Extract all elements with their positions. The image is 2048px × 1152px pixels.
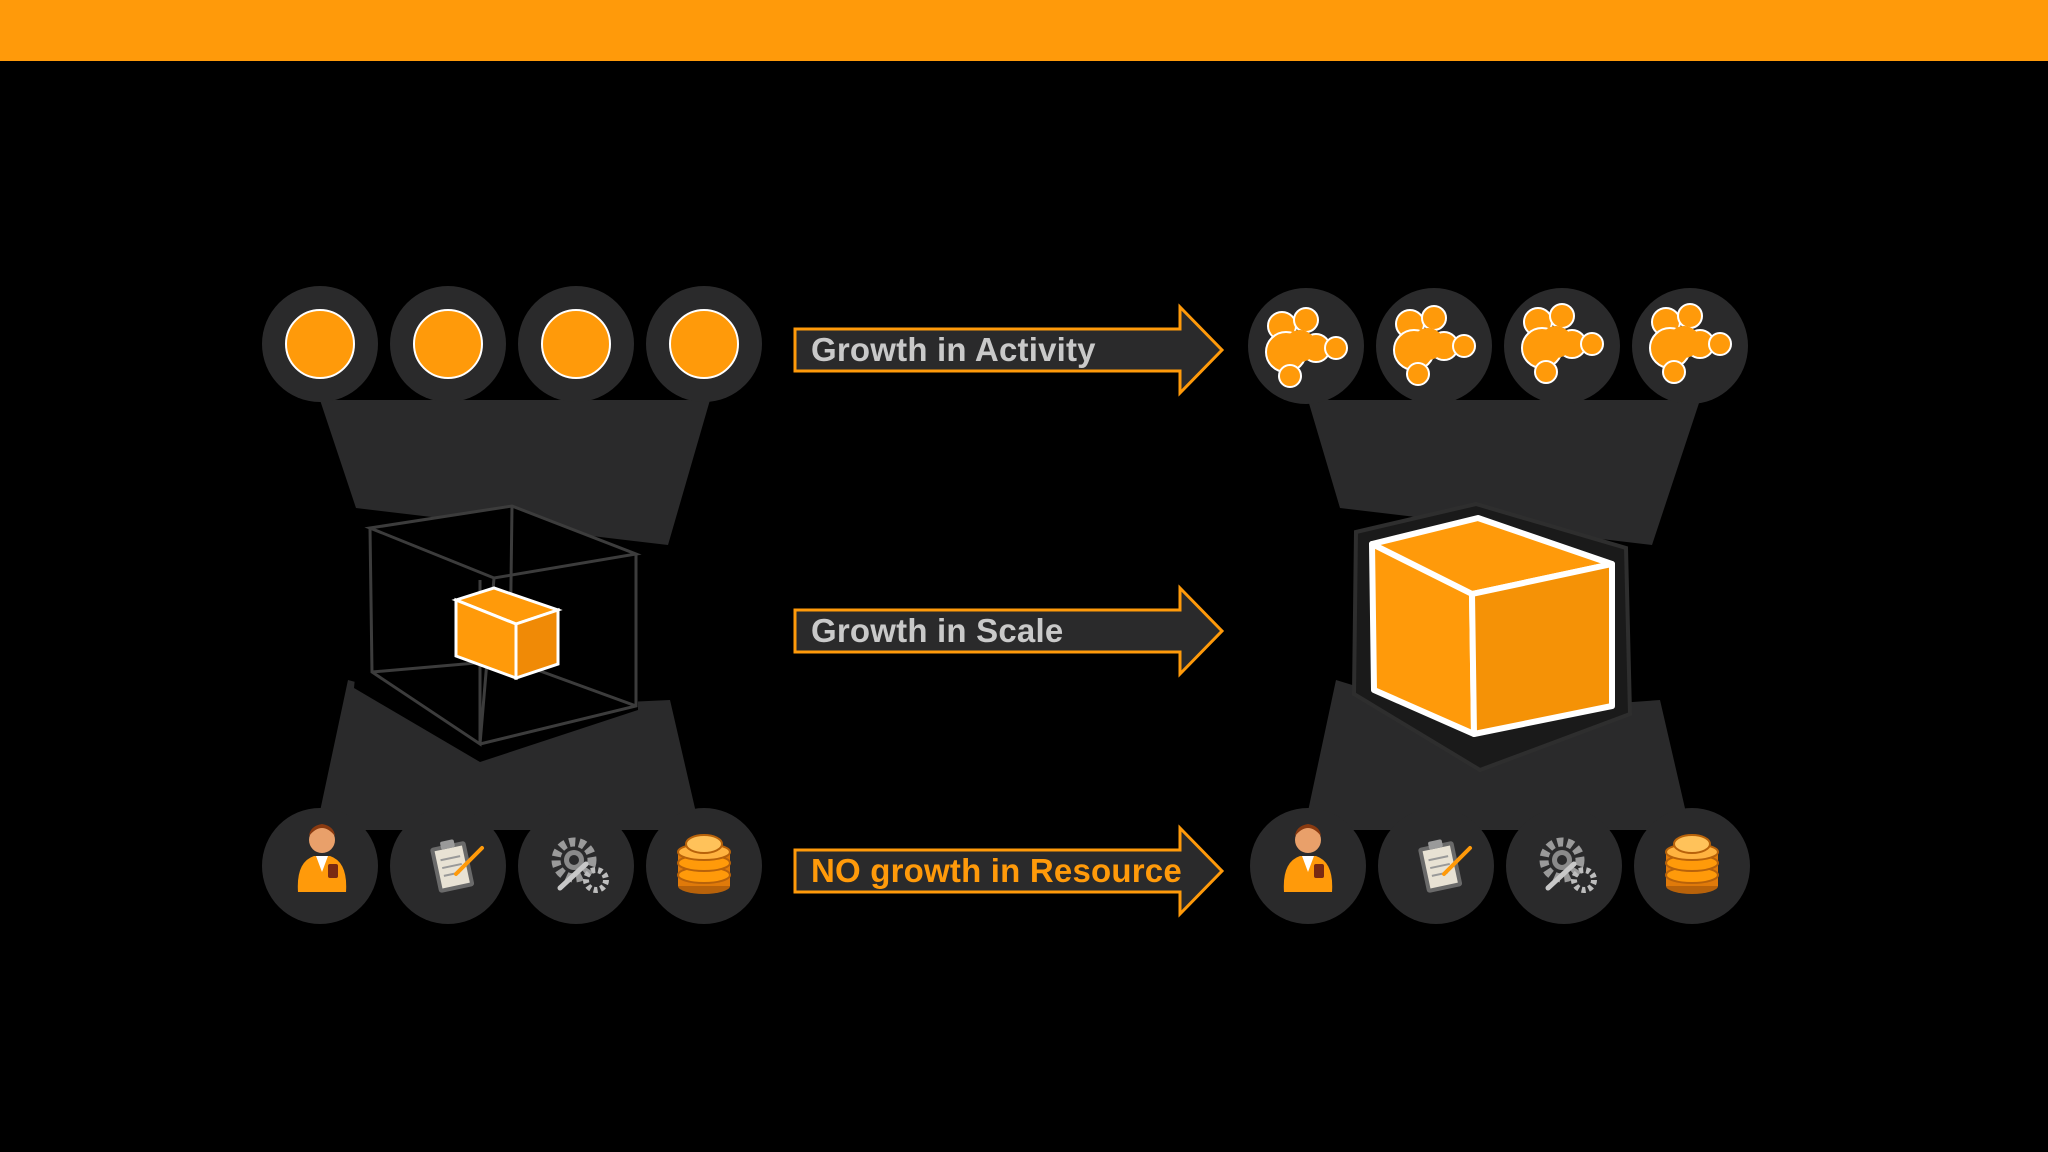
coins-icon [1665,834,1719,895]
resource-arrow [793,824,1225,918]
scale-arrow-label: Growth in Scale [811,612,1064,649]
activity-arrow [793,303,1225,397]
circle-icon [669,309,739,379]
resource-arrow-label: NO growth in Resource [811,852,1182,889]
left-resource-row [262,808,762,924]
left-top-funnel [320,400,710,545]
left-activity-row [262,286,762,402]
circle-icon [413,309,483,379]
coins-icon [677,834,731,895]
small-cube-icon [354,504,642,762]
right-resource-row [1250,808,1750,924]
top-accent-bar [0,0,2048,61]
circle-icon [541,309,611,379]
scale-arrow [793,584,1225,678]
circle-icon [285,309,355,379]
right-panel [1248,288,1750,924]
large-cube-icon [1351,501,1633,773]
right-top-funnel [1308,400,1700,545]
activity-arrow-label: Growth in Activity [811,331,1096,368]
left-panel [262,286,762,924]
right-activity-row [1248,288,1748,404]
